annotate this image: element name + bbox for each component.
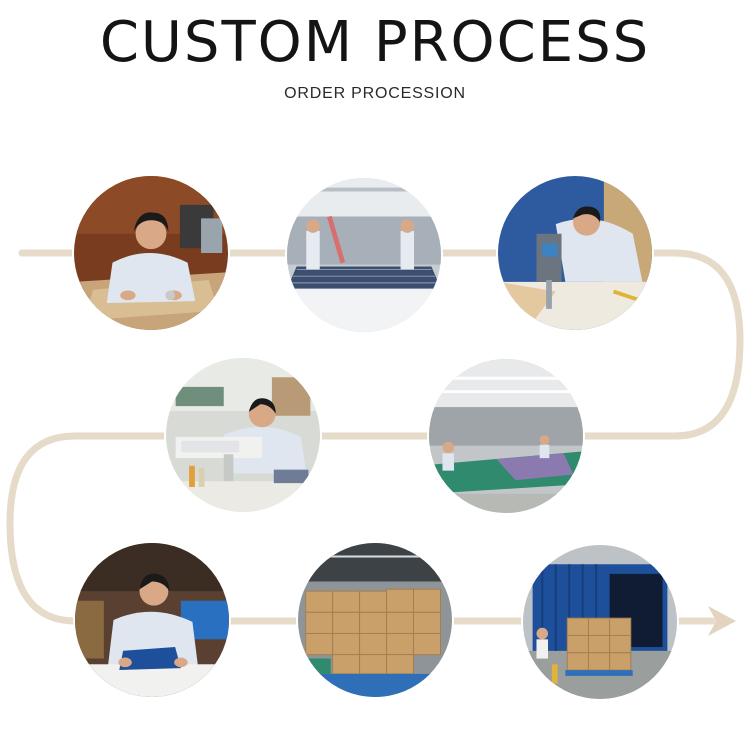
- quality-check-scene: [429, 359, 583, 513]
- step-sewing-photo: [164, 356, 322, 514]
- packing-scene: [75, 543, 229, 697]
- shipping-scene: [523, 545, 677, 699]
- step-shipping-photo: [521, 543, 679, 701]
- cutting-scene: [498, 176, 652, 330]
- warehouse-scene: [298, 543, 452, 697]
- step-cutting-photo: [496, 174, 654, 332]
- arrow-head-icon: [708, 606, 736, 636]
- step-warehouse-photo: [296, 541, 454, 699]
- fabric-laying-scene: [287, 178, 441, 332]
- page-subtitle: ORDER PROCESSION: [284, 85, 466, 102]
- pattern-making-scene: [74, 176, 228, 330]
- step-pattern-making-photo: [72, 174, 230, 332]
- step-fabric-laying-photo: [285, 176, 443, 334]
- step-packing-photo: [73, 541, 231, 699]
- page-title: CUSTOM PROCESS: [99, 10, 651, 75]
- sewing-scene: [166, 358, 320, 512]
- flow-line: [6, 249, 744, 625]
- step-quality-check-photo: [427, 357, 585, 515]
